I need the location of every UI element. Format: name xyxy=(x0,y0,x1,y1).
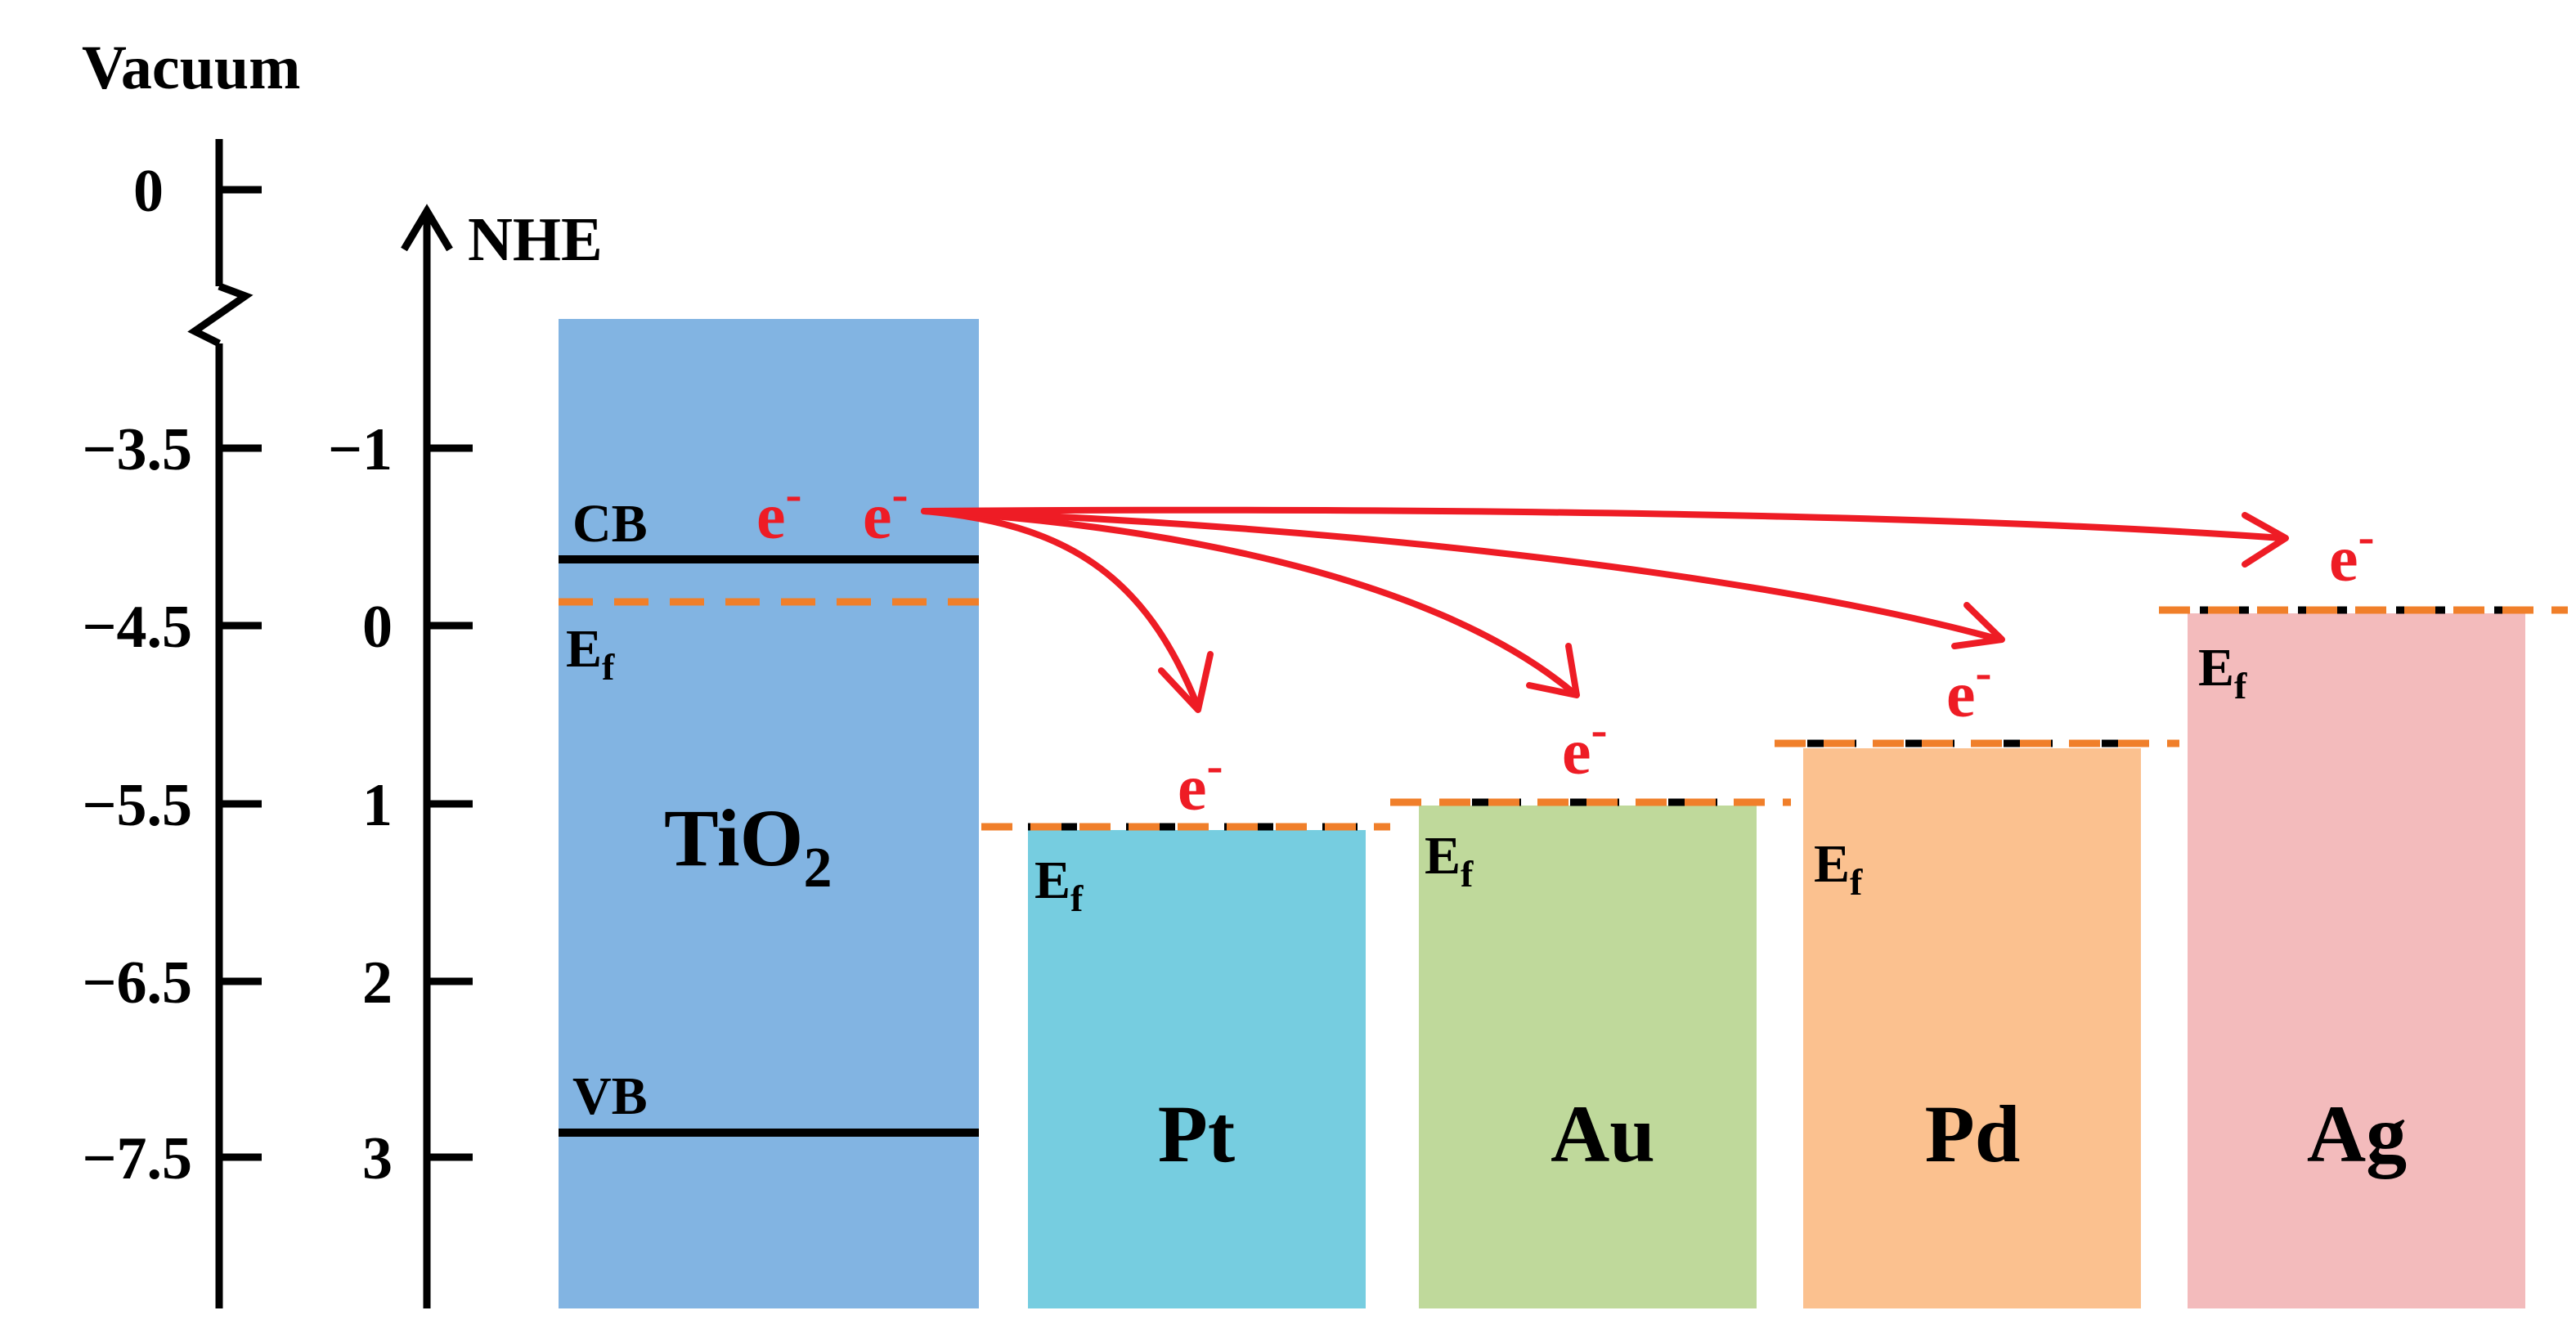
tio2-block: CB VB Ef TiO2 e- e- xyxy=(559,319,979,1308)
nhe-tick-label: 2 xyxy=(362,949,393,1017)
nhe-tick-label: 1 xyxy=(362,772,393,839)
metal-ef-label: Ef xyxy=(1034,851,1084,919)
metal-electron: e- xyxy=(1946,645,1992,731)
metal-ef-label: Ef xyxy=(1425,826,1474,895)
arrow-to-pt xyxy=(921,508,1201,711)
nhe-axis-arrowhead xyxy=(401,204,453,252)
arrow-to-pt-head xyxy=(1158,651,1214,713)
arrow-to-ag xyxy=(921,506,2285,541)
metal-block-au: Ef Au e- xyxy=(1390,702,1791,1308)
vacuum-axis-title: Vacuum xyxy=(82,34,300,102)
tio2-vb-label: VB xyxy=(572,1066,648,1126)
nhe-tick-label: 0 xyxy=(362,594,393,661)
metal-block-pd: Ef Pd e- xyxy=(1775,645,2179,1308)
metal-electron: e- xyxy=(1178,738,1223,824)
tio2-cb-label: CB xyxy=(572,494,648,554)
electron-transfer-arrows xyxy=(921,506,2289,713)
metal-ef-label: Ef xyxy=(2198,638,2247,707)
arrow-to-pd xyxy=(921,508,2003,643)
tio2-ef-label: Ef xyxy=(566,619,615,688)
arrow-to-au xyxy=(921,508,1577,697)
metal-box xyxy=(1803,748,2141,1308)
tio2-label: TiO2 xyxy=(664,792,832,900)
metal-name: Pt xyxy=(1158,1088,1235,1179)
metal-electron: e- xyxy=(2329,509,2375,595)
arrow-to-pd-head xyxy=(1951,602,2005,649)
metal-ef-label: Ef xyxy=(1814,834,1863,903)
metal-name: Au xyxy=(1551,1088,1655,1179)
metal-block-ag: Ef Ag e- xyxy=(2159,509,2568,1308)
metal-box xyxy=(1419,806,1757,1308)
vacuum-tick-label: −3.5 xyxy=(82,416,192,483)
metal-electron: e- xyxy=(1562,702,1608,788)
nhe-tick-label: −1 xyxy=(328,416,393,483)
nhe-tick-label: 3 xyxy=(362,1125,393,1192)
vacuum-tick-label: −4.5 xyxy=(82,594,192,661)
arrow-to-au-head xyxy=(1526,643,1580,698)
tio2-electron-2: e- xyxy=(863,467,909,553)
arrow-to-ag-head xyxy=(2242,512,2289,568)
vacuum-tick-label: −7.5 xyxy=(82,1125,192,1192)
vacuum-axis: Vacuum 0 −3.5 −4.5 −5.5 −6.5 −7.5 xyxy=(82,34,300,1308)
vacuum-tick-label: −6.5 xyxy=(82,949,192,1017)
metal-name: Pd xyxy=(1925,1088,2021,1179)
metal-box xyxy=(2188,613,2525,1308)
vacuum-tick-label: −5.5 xyxy=(82,772,192,839)
tio2-box xyxy=(559,319,979,1308)
metal-box xyxy=(1028,830,1366,1308)
vacuum-tick-label: 0 xyxy=(133,158,164,225)
nhe-axis: NHE −1 0 1 2 3 xyxy=(328,204,603,1308)
metal-block-pt: Ef Pt e- xyxy=(981,738,1390,1308)
metal-name: Ag xyxy=(2307,1088,2407,1179)
vacuum-axis-break xyxy=(187,282,254,348)
nhe-axis-title: NHE xyxy=(468,205,603,274)
tio2-electron-1: e- xyxy=(756,467,802,553)
